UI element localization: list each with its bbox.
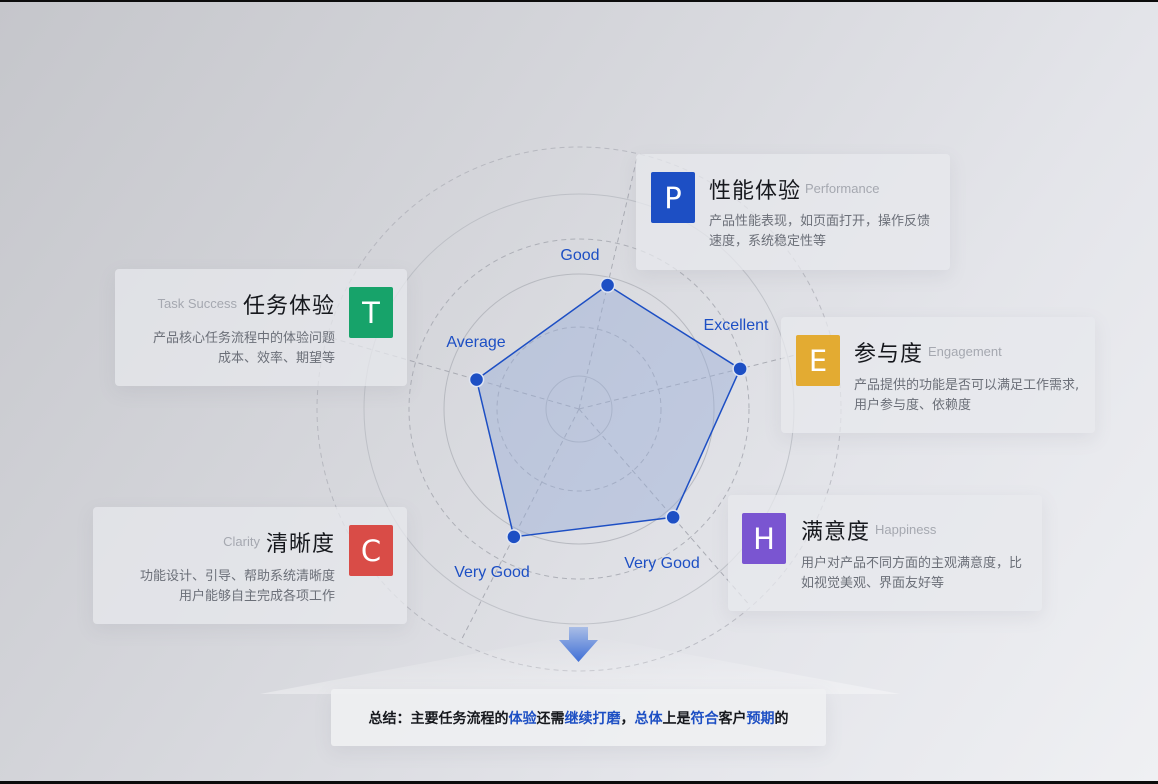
radar-axis-label: Very Good	[454, 564, 530, 581]
card-happiness: H 满意度 Happiness 用户对产品不同方面的主观满意度，比 如视觉美观、…	[728, 495, 1042, 611]
card-engagement: E 参与度 Engagement 产品提供的功能是否可以满足工作需求, 用户参与…	[781, 317, 1095, 433]
radar-axis-label: Good	[560, 247, 599, 264]
card-desc-engagement: 产品提供的功能是否可以满足工作需求, 用户参与度、依赖度	[854, 376, 1079, 416]
radar-axis-label: Excellent	[704, 317, 769, 334]
card-subtitle-task: Task Success	[157, 296, 237, 311]
desc-line: 成本、效率、期望等	[217, 351, 335, 366]
card-subtitle-clarity: Clarity	[223, 534, 260, 549]
desc-line: 如视觉美观、界面友好等	[801, 576, 945, 591]
card-title-engagement: 参与度	[854, 342, 924, 367]
card-desc-task: 产品核心任务流程中的体验问题 成本、效率、期望等	[153, 329, 335, 369]
summary-highlight: 预期	[746, 710, 775, 727]
desc-line: 产品性能表现，如页面打开，操作反馈	[709, 214, 931, 229]
desc-line: 功能设计、引导、帮助系统清晰度	[139, 569, 335, 584]
card-task: T 任务体验 Task Success 产品核心任务流程中的体验问题 成本、效率…	[115, 269, 407, 386]
badge-clarity: C	[349, 525, 393, 576]
card-subtitle-engagement: Engagement	[928, 344, 1002, 359]
summary-text: ，	[620, 710, 635, 727]
badge-happiness: H	[742, 513, 786, 564]
card-subtitle-happiness: Happiness	[875, 522, 937, 537]
radar-spoke	[460, 408, 580, 641]
down-arrow-icon	[559, 627, 598, 662]
summary-highlight: 符合	[690, 710, 719, 727]
radar-axis-label: Average	[446, 334, 505, 351]
radar-point	[599, 277, 616, 293]
card-title-performance: 性能体验	[709, 179, 802, 204]
radar-ring	[443, 273, 715, 545]
summary-text: 上是	[662, 710, 691, 727]
card-performance: P 性能体验 Performance 产品性能表现，如页面打开，操作反馈 速度，…	[636, 154, 950, 270]
summary-text: 还需	[536, 710, 565, 727]
radar-point	[665, 509, 681, 526]
radar-points	[468, 277, 748, 545]
card-subtitle-performance: Performance	[805, 181, 880, 196]
summary-highlight: 体验	[508, 710, 537, 727]
radar-area	[475, 284, 742, 538]
desc-line: 速度，系统稳定性等	[709, 234, 827, 249]
desc-line: 用户参与度、依赖度	[854, 398, 972, 413]
radar-spoke	[578, 408, 750, 606]
card-title-clarity: 清晰度	[265, 532, 335, 557]
summary-beam	[260, 634, 900, 694]
radar-point	[506, 529, 522, 545]
summary-highlight: 总体	[634, 710, 663, 727]
radar-point	[732, 361, 748, 377]
desc-line: 用户对产品不同方面的主观满意度，比	[801, 556, 1023, 571]
badge-performance: P	[651, 172, 695, 223]
card-title-task: 任务体验	[242, 294, 335, 319]
card-clarity: C 清晰度 Clarity 功能设计、引导、帮助系统清晰度 用户能够自主完成各项…	[93, 507, 407, 624]
summary-text: 总结：主要任务流程的	[368, 710, 509, 727]
desc-line: 用户能够自主完成各项工作	[178, 589, 335, 604]
card-desc-performance: 产品性能表现，如页面打开，操作反馈 速度，系统稳定性等	[709, 212, 930, 252]
badge-task: T	[349, 287, 393, 338]
desc-line: 产品核心任务流程中的体验问题	[152, 331, 335, 346]
badge-engagement: E	[796, 335, 840, 386]
summary-highlight: 继续打磨	[564, 710, 621, 727]
summary-text: 客户	[718, 710, 747, 727]
desc-line: 产品提供的功能是否可以满足工作需求,	[854, 378, 1080, 393]
radar-axis-label: Very Good	[624, 555, 700, 572]
radar-point	[468, 371, 485, 388]
summary-text: 的	[774, 710, 789, 727]
card-title-happiness: 满意度	[801, 520, 871, 545]
radar-ring	[408, 238, 750, 580]
card-desc-happiness: 用户对产品不同方面的主观满意度，比 如视觉美观、界面友好等	[801, 554, 1022, 594]
radar-ring	[545, 375, 613, 443]
card-desc-clarity: 功能设计、引导、帮助系统清晰度 用户能够自主完成各项工作	[140, 567, 335, 607]
radar-ring	[496, 326, 662, 492]
summary-box: 总结：主要任务流程的体验还需继续打磨，总体上是符合客户预期的	[331, 689, 826, 746]
